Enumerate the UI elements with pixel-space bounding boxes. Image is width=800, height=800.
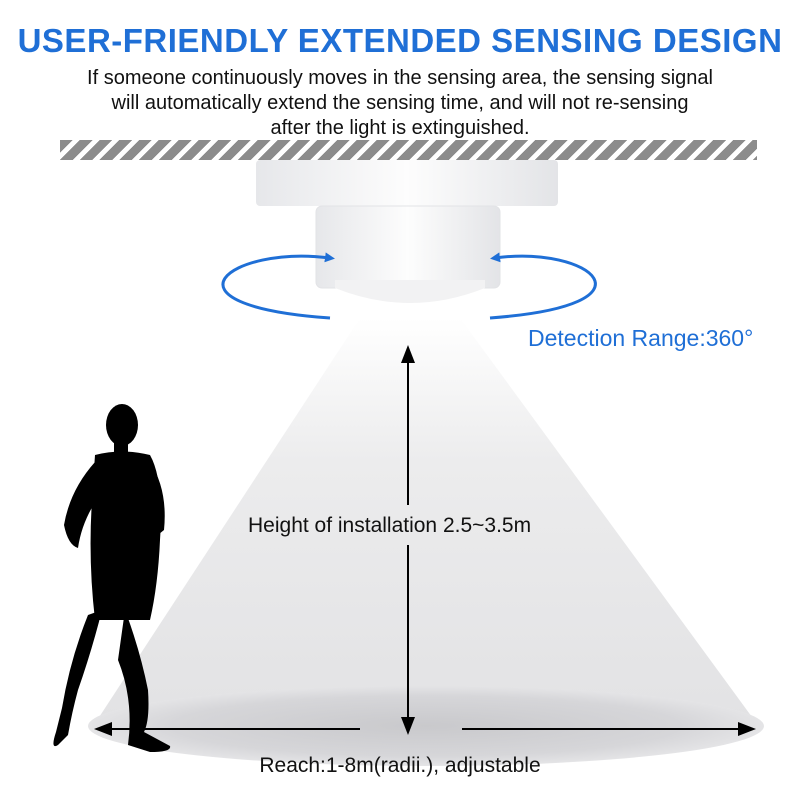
- ceiling-hatch: [60, 140, 757, 160]
- sensor-device-icon: [256, 160, 558, 303]
- installation-height-label: Height of installation 2.5~3.5m: [248, 514, 532, 537]
- horizontal-double-arrow-icon: [94, 722, 756, 736]
- detection-cone: [92, 318, 760, 728]
- description-text: If someone continuously moves in the sen…: [0, 66, 800, 141]
- walking-person-icon: [53, 404, 171, 752]
- reach-label: Reach:1-8m(radii.), adjustable: [259, 754, 541, 777]
- vertical-double-arrow-icon: [401, 345, 415, 735]
- floor-coverage-ellipse: [88, 686, 764, 766]
- rotation-arrow-icon: [221, 252, 597, 320]
- description-line-2: will automatically extend the sensing ti…: [111, 92, 689, 114]
- description-line-3: after the light is extinguished.: [270, 117, 530, 139]
- detection-range-label: Detection Range:360°: [528, 325, 754, 351]
- page-title: USER-FRIENDLY EXTENDED SENSING DESIGN: [17, 22, 783, 59]
- description-line-1: If someone continuously moves in the sen…: [87, 67, 713, 89]
